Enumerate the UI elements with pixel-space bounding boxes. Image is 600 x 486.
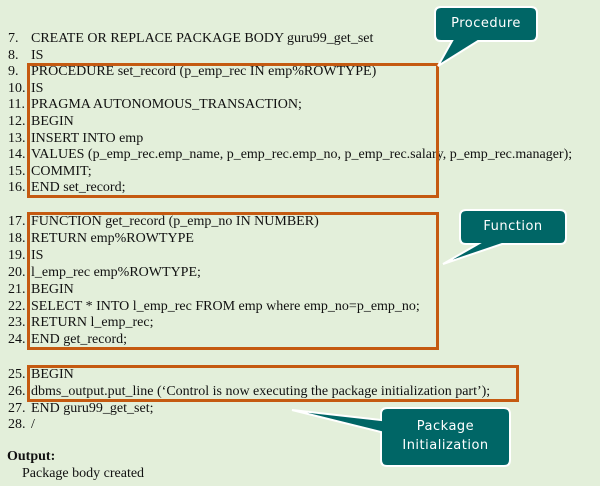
line-number: 14. [8,147,26,163]
line-number: 24. [8,332,26,348]
line-number: 10. [8,80,26,96]
code-text: PRAGMA AUTONOMOUS_TRANSACTION; [31,97,302,113]
line-number: 21. [8,281,26,297]
procedure-callout-shape [434,6,538,67]
line-number: 25. [8,367,26,382]
package-callout-label-1: Package [416,419,475,434]
procedure-callout-label: Procedure [451,16,521,31]
line-number: 11. [8,97,25,113]
code-text: END guru99_get_set; [31,401,154,416]
initialization-highlight-box [27,365,519,402]
code-text: RETURN emp%ROWTYPE [31,230,194,246]
line-number: 26. [8,384,26,399]
package-callout-label-2: Initialization [402,438,489,453]
code-text: / [31,417,35,432]
line-number: 17. [8,214,26,229]
line-number: 19. [8,247,26,263]
line-number: 13. [8,130,26,146]
code-text: IS [31,80,44,96]
code-text: INSERT INTO emp [31,130,144,146]
line-number: 28. [8,417,26,432]
line-number: 7. [8,31,19,46]
code-text: IS [31,47,44,63]
code-text: SELECT * INTO l_emp_rec FROM emp where e… [31,298,420,314]
code-text: VALUES (p_emp_rec.emp_name, p_emp_rec.em… [31,147,573,163]
line-number: 12. [8,114,26,129]
code-text: CREATE OR REPLACE PACKAGE BODY guru99_ge… [31,31,374,46]
code-text: COMMIT; [31,163,92,179]
code-text: BEGIN [31,281,74,297]
line-number: 9. [8,64,19,80]
code-text: dbms_output.put_line (‘Control is now ex… [31,384,491,399]
code-text: IS [31,247,44,263]
code-text: BEGIN [31,114,74,129]
output-label: Output: [7,449,56,464]
line-number: 27. [8,401,26,416]
line-number: 18. [8,230,26,246]
code-text: RETURN l_emp_rec; [31,315,154,331]
code-text: END set_record; [31,180,126,196]
procedure-highlight-box [27,63,439,198]
line-number: 20. [8,264,26,280]
line-number: 16. [8,180,26,196]
code-text: PROCEDURE set_record (p_emp_rec IN emp%R… [31,64,377,80]
function-callout-shape [442,209,567,265]
code-text: l_emp_rec emp%ROWTYPE; [31,264,201,280]
line-number: 23. [8,315,26,331]
line-number: 15. [8,163,26,179]
function-callout-label: Function [483,219,543,234]
line-number: 8. [8,47,19,63]
code-text: FUNCTION get_record (p_emp_no IN NUMBER) [31,214,319,229]
output-text: Package body created [22,466,145,481]
package-callout-shape [291,407,511,467]
line-number: 22. [8,298,26,314]
code-text: BEGIN [31,367,74,382]
code-text: END get_record; [31,332,128,348]
function-highlight-box [27,212,439,350]
